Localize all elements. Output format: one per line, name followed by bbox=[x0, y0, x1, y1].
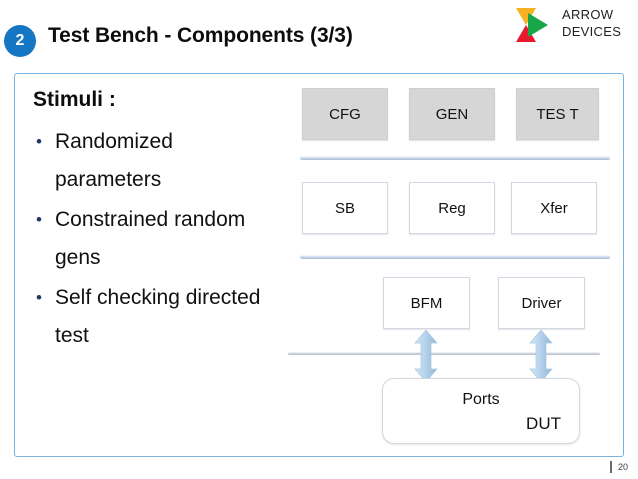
diagram-node-bfm[interactable]: BFM bbox=[383, 277, 470, 329]
list-item: • Randomized parameters bbox=[33, 123, 283, 199]
list-item: • Constrained random gens bbox=[33, 201, 283, 277]
logo-wordmark: ARROW DEVICES bbox=[562, 6, 621, 40]
dut-name-label: DUT bbox=[526, 414, 561, 433]
diagram-node-sb[interactable]: SB bbox=[302, 182, 388, 234]
bullet-marker-icon: • bbox=[36, 132, 42, 151]
diagram-node-gen[interactable]: GEN bbox=[409, 88, 495, 140]
list-item-label: Constrained random gens bbox=[55, 208, 246, 269]
double-arrow-bfm-icon bbox=[414, 330, 438, 382]
diagram-node-reg[interactable]: Reg bbox=[409, 182, 495, 234]
list-item: • Self checking directed test bbox=[33, 279, 283, 355]
diagram-node-test[interactable]: TES T bbox=[516, 88, 599, 140]
logo-line-2: DEVICES bbox=[562, 24, 622, 39]
list-item-label: Randomized parameters bbox=[55, 130, 173, 191]
double-arrow-driver-icon bbox=[529, 330, 553, 382]
diagram-node-xfer[interactable]: Xfer bbox=[511, 182, 597, 234]
footer-divider-icon bbox=[609, 461, 612, 473]
page-number: 20 bbox=[617, 462, 628, 472]
slide-number-badge: 2 bbox=[4, 25, 36, 57]
stimuli-bullet-list: Stimuli : • Randomized parameters • Cons… bbox=[33, 88, 283, 357]
diagram-node-driver[interactable]: Driver bbox=[498, 277, 585, 329]
slide-header: 2 Test Bench - Components (3/3) ARROW DE… bbox=[0, 0, 638, 70]
stimuli-heading: Stimuli : bbox=[33, 88, 116, 111]
logo-line-1: ARROW bbox=[562, 7, 614, 22]
diagram-node-cfg[interactable]: CFG bbox=[302, 88, 388, 140]
bullet-marker-icon: • bbox=[36, 210, 42, 229]
diagram-node-dut[interactable]: Ports DUT bbox=[382, 378, 580, 444]
arrow-devices-logo: ARROW DEVICES bbox=[512, 2, 634, 46]
page-title: Test Bench - Components (3/3) bbox=[48, 24, 353, 47]
dut-ports-label: Ports bbox=[462, 391, 500, 408]
slide-footer: 20 bbox=[609, 461, 628, 473]
bullet-marker-icon: • bbox=[36, 288, 42, 307]
logo-triangles-icon bbox=[516, 8, 548, 42]
list-item-label: Self checking directed test bbox=[55, 286, 261, 347]
